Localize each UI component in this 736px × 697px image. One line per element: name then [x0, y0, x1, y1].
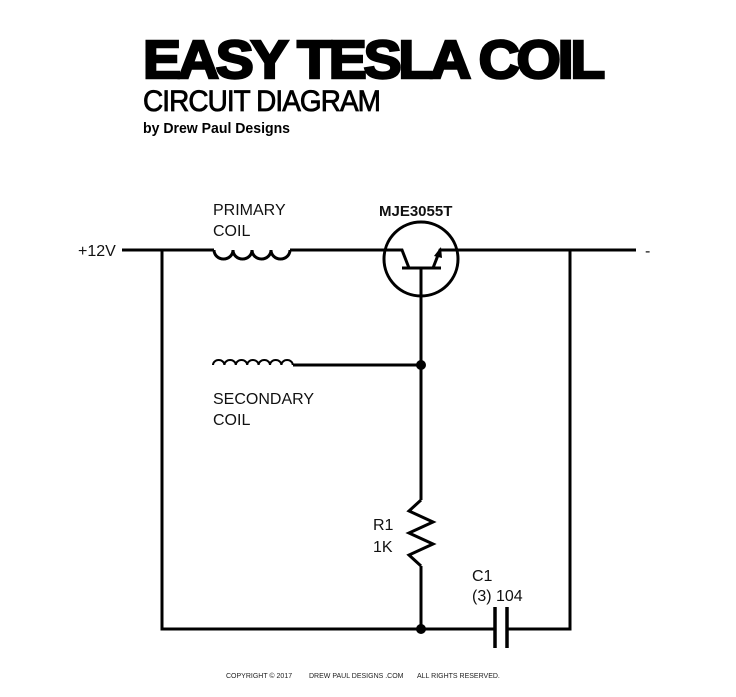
secondary-coil-label: COIL: [213, 412, 250, 429]
title: EASY TESLA COIL: [143, 30, 604, 90]
resistor-value: 1K: [373, 539, 393, 556]
capacitor-label: C1: [472, 568, 493, 585]
capacitor-value: (3) 104: [472, 588, 523, 605]
positive-terminal-label: +12V: [78, 243, 116, 260]
primary-coil-label: PRIMARY: [213, 202, 286, 219]
footer-site: DREW PAUL DESIGNS .COM: [309, 673, 404, 680]
transistor-label: MJE3055T: [379, 203, 452, 220]
secondary-coil-label: SECONDARY: [213, 391, 314, 408]
footer-rights: ALL RIGHTS RESERVED.: [417, 673, 500, 680]
primary-coil-label: COIL: [213, 223, 250, 240]
secondary-coil: [212, 359, 294, 366]
transistor-symbol: [382, 220, 460, 298]
wires: [122, 248, 636, 631]
subtitle: CIRCUIT DIAGRAM: [143, 85, 380, 118]
byline: by Drew Paul Designs: [143, 120, 290, 137]
primary-coil: [212, 249, 292, 261]
junction-node: [416, 624, 426, 634]
resistor-symbol: [405, 498, 437, 568]
resistor-label: R1: [373, 517, 394, 534]
capacitor-symbol: [493, 607, 509, 648]
junction-node: [416, 360, 426, 370]
negative-terminal-label: -: [645, 243, 650, 260]
footer-copyright: COPYRIGHT © 2017: [226, 672, 292, 680]
